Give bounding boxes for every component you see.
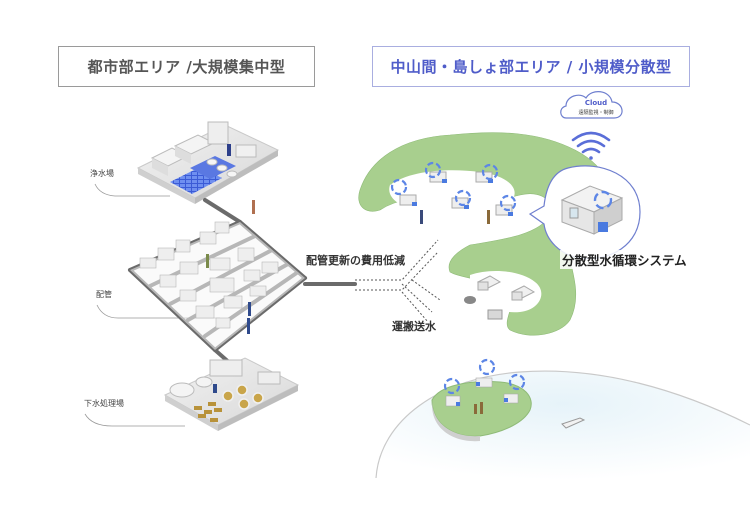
city-people (206, 200, 255, 334)
header-rural-distributed: 中山間・島しょ部エリア / 小規模分散型 (372, 46, 690, 87)
city-buildings (139, 221, 279, 329)
label-pipe-cost-reduction: 配管更新の費用低減 (306, 254, 405, 267)
wifi-icon (571, 131, 611, 160)
label-distributed-water-system: 分散型水循環システム (560, 250, 689, 269)
label-water-transport: 運搬送水 (392, 320, 436, 333)
cloud-icon (560, 91, 623, 119)
cloud-subtitle: 遠隔監視・制御 (578, 110, 614, 116)
header-right-text: 中山間・島しょ部エリア / 小規模分散型 (390, 58, 672, 76)
label-water-purification: 浄水場 (90, 169, 114, 178)
transport-dashed-lines (355, 239, 441, 323)
label-piping: 配管 (96, 290, 112, 299)
circular-arrows-icons (390, 161, 517, 212)
header-urban-centralized: 都市部エリア /大規模集中型 (58, 46, 315, 87)
leader-lines (84, 183, 220, 427)
rural-facilities (464, 275, 536, 320)
sewage-treatment-plant (163, 357, 300, 431)
system-callout (528, 165, 641, 260)
small-island (431, 358, 532, 442)
water-purification-plant (136, 121, 280, 204)
header-left-text: 都市部エリア /大規模集中型 (87, 58, 286, 76)
boat (561, 417, 586, 429)
cloud-title: Cloud (584, 99, 608, 107)
label-sewage-treatment: 下水処理場 (84, 399, 124, 408)
